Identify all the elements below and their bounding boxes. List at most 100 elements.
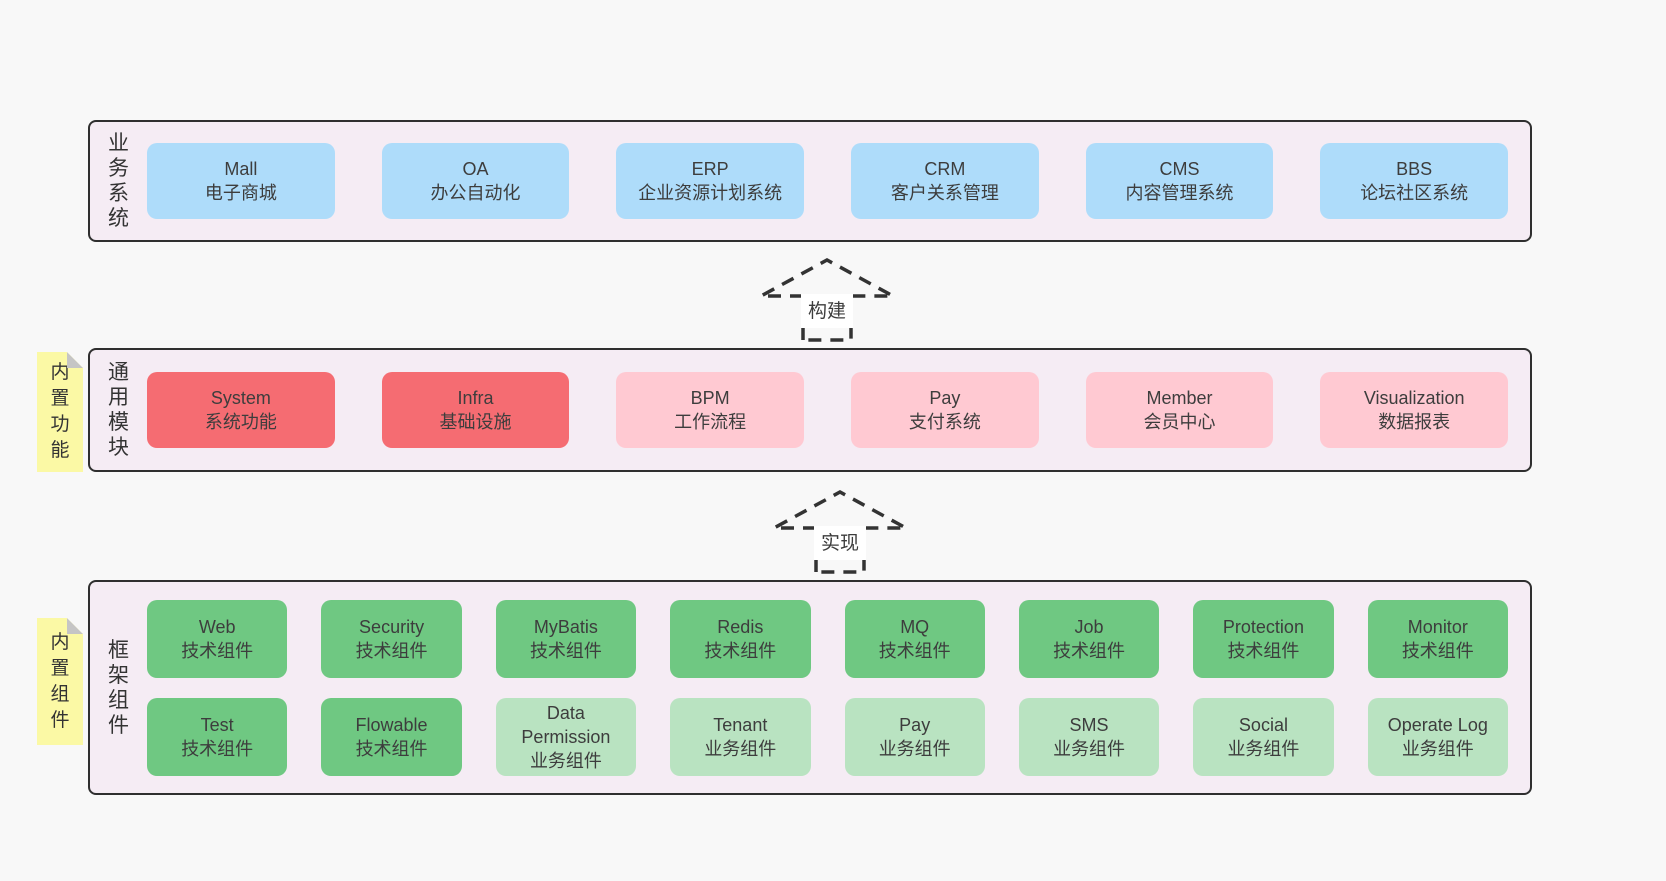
box-subtitle: 技术组件: [529, 640, 602, 661]
box-title: BBS: [1396, 159, 1433, 179]
box-subtitle: 客户关系管理: [890, 183, 999, 203]
box-subtitle: 技术组件: [1401, 640, 1474, 661]
band-label: 通用模块: [108, 361, 129, 459]
box-subtitle: 业务组件: [1053, 738, 1126, 759]
box-subtitle: 技术组件: [355, 640, 428, 661]
box-subtitle: 技术组件: [355, 738, 428, 759]
box-system: System 系统功能: [147, 372, 335, 448]
box-social: Social 业务组件: [1193, 697, 1334, 776]
box-subtitle: 数据报表: [1378, 412, 1451, 432]
box-title: BPM: [690, 388, 730, 408]
box-title: Member: [1146, 388, 1213, 408]
arrow-label: 构建: [808, 300, 846, 322]
arrow-outline: [760, 258, 894, 342]
box-title: CMS: [1159, 159, 1200, 179]
box-subtitle: 支付系统: [908, 412, 981, 432]
sticky-note-label: 内置功能: [50, 362, 70, 461]
box-subtitle: 技术组件: [1227, 640, 1300, 661]
band-grid: Mall 电子商城 OA 办公自动化 ERP 企业资源计划系统 CRM 客户关系管理 CMS 内容…: [147, 143, 1530, 219]
box-cms: CMS 内容管理系统: [1085, 143, 1274, 219]
box-flowable: Flowable 技术组件: [321, 697, 462, 776]
box-title: CRM: [924, 159, 966, 179]
box-subtitle: 业务组件: [704, 738, 777, 759]
box-subtitle: 基础设施: [439, 412, 512, 432]
arrow-label-background: [801, 294, 853, 328]
box-subtitle: 技术组件: [181, 738, 254, 759]
box-subtitle: 系统功能: [204, 412, 277, 432]
box-subtitle: 内容管理系统: [1125, 183, 1234, 203]
box-title: Monitor: [1407, 616, 1468, 637]
band-row: Mall 电子商城 OA 办公自动化 ERP 企业资源计划系统 CRM 客户关系管理 CMS 内容…: [147, 143, 1509, 219]
box-subtitle: 业务组件: [878, 738, 951, 759]
box-title: OA: [462, 159, 489, 179]
box-protection: Protection 技术组件: [1193, 599, 1334, 678]
box-member: Member 会员中心: [1085, 372, 1274, 448]
box-title: Visualization: [1363, 388, 1465, 408]
dashed-up-arrow-build: 构建: [760, 258, 894, 342]
box-visualization: Visualization 数据报表: [1320, 372, 1509, 448]
box-title: Web: [198, 616, 236, 637]
box-web: Web 技术组件: [147, 599, 288, 678]
arrow-label-background: [814, 526, 866, 560]
box-pay-component: Pay 业务组件: [844, 697, 985, 776]
box-mq: MQ 技术组件: [844, 599, 985, 678]
box-title: Redis: [717, 616, 764, 637]
box-tenant: Tenant 业务组件: [670, 697, 811, 776]
box-test: Test 技术组件: [147, 697, 288, 776]
box-title: Security: [359, 616, 425, 637]
box-subtitle: 工作流程: [674, 412, 747, 432]
box-redis: Redis 技术组件: [670, 599, 811, 678]
sticky-note-built-in-components: 内置组件: [37, 618, 83, 745]
box-title: Test: [200, 714, 234, 735]
box-oa: OA 办公自动化: [381, 143, 570, 219]
box-title: Operate Log: [1387, 714, 1488, 735]
box-subtitle: 业务组件: [1401, 738, 1474, 759]
box-title: MyBatis: [533, 616, 598, 637]
box-subtitle: 企业资源计划系统: [638, 183, 783, 203]
box-title: Social: [1238, 714, 1288, 735]
sticky-note-label: 内置组件: [50, 631, 70, 731]
box-pay: Pay 支付系统: [851, 372, 1039, 448]
arrow-outline: [773, 490, 907, 574]
box-title: Pay: [929, 388, 961, 408]
dashed-up-arrow-implement: 实现: [773, 490, 907, 574]
arrow-label: 实现: [821, 532, 859, 554]
box-subtitle: 技术组件: [878, 640, 951, 661]
box-title: Data Permission: [521, 702, 611, 747]
box-subtitle: 电子商城: [204, 183, 277, 203]
box-bpm: BPM 工作流程: [616, 372, 805, 448]
box-subtitle: 技术组件: [1053, 640, 1126, 661]
box-subtitle: 技术组件: [181, 640, 254, 661]
box-subtitle: 技术组件: [704, 640, 777, 661]
box-subtitle: 会员中心: [1143, 412, 1216, 432]
box-title: System: [210, 388, 271, 408]
box-title: Protection: [1222, 616, 1304, 637]
box-title: Pay: [899, 714, 931, 735]
box-title: SMS: [1069, 714, 1109, 735]
box-title: Flowable: [355, 714, 428, 735]
box-title: MQ: [900, 616, 930, 637]
box-subtitle: 办公自动化: [430, 183, 521, 203]
box-subtitle: 业务组件: [1227, 738, 1300, 759]
box-mall: Mall 电子商城: [147, 143, 335, 219]
box-crm: CRM 客户关系管理: [851, 143, 1039, 219]
sticky-note-built-in-features: 内置功能: [37, 352, 83, 472]
band-label: 业务系统: [108, 132, 129, 230]
band-business-systems: 业务系统 Mall 电子商城 OA 办公自动化 ERP 企业资源计划系统 CRM 客户关系管理…: [88, 120, 1532, 242]
box-title: ERP: [691, 159, 729, 179]
box-mybatis: MyBatis 技术组件: [495, 599, 637, 678]
box-title: Tenant: [713, 714, 768, 735]
box-title: Mall: [224, 159, 258, 179]
band-label: 框架组件: [108, 638, 129, 737]
